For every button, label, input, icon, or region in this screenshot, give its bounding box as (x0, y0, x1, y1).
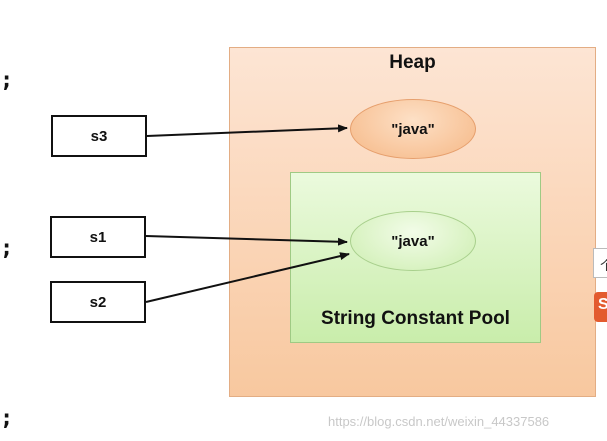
variable-s2-label: s2 (89, 293, 107, 311)
variable-s2-box: s2 (50, 281, 146, 323)
variable-s1-box: s1 (50, 216, 146, 258)
arrow-s1-to-pool (145, 235, 348, 246)
watermark: https://blog.csdn.net/weixin_44337586 (328, 414, 550, 429)
heap-string-object: "java" (350, 99, 476, 159)
code-semicolon-2: ; (0, 236, 14, 261)
heap-title: Heap (389, 52, 436, 73)
floating-tooltip[interactable]: 个 (593, 248, 607, 278)
code-semicolon-3: ; (0, 406, 14, 431)
pool-string-object-label: "java" (391, 232, 435, 250)
variable-s1-label: s1 (89, 228, 107, 246)
pool-string-object: "java" (350, 211, 476, 271)
floating-badge-icon[interactable]: S (594, 292, 607, 322)
variable-s3-box: s3 (51, 115, 147, 157)
heap-string-object-label: "java" (391, 120, 435, 138)
code-semicolon-1: ; (0, 68, 14, 93)
variable-s3-label: s3 (90, 127, 108, 145)
arrow-s2-to-pool (145, 252, 350, 303)
arrow-s3-to-heap (146, 124, 348, 137)
pool-title: String Constant Pool (321, 308, 510, 329)
